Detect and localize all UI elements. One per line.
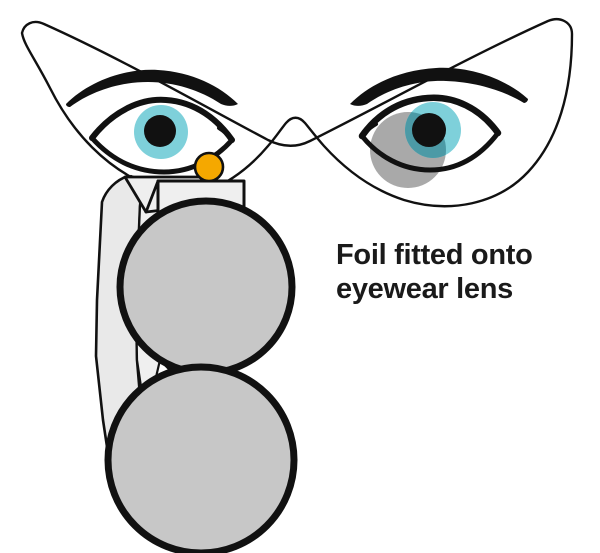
bracket-fold-edge <box>144 179 160 214</box>
left-eye-pupil <box>144 115 176 147</box>
face-outline <box>20 18 574 208</box>
upper-lens-disc-shape <box>116 197 296 377</box>
upper-lens-disc <box>116 197 296 377</box>
left-eye-corner <box>217 126 234 142</box>
face-outline-path <box>20 18 574 208</box>
right-eye-pupil <box>412 113 446 147</box>
right-eyebrow-path <box>350 67 528 106</box>
right-eye-corner <box>360 122 378 138</box>
right-eyebrow <box>350 67 528 106</box>
left-eye <box>89 96 235 175</box>
lower-lens-disc <box>104 363 298 553</box>
left-eyebrow <box>66 69 238 107</box>
left-eye-upper-lid <box>89 96 235 143</box>
lower-lens-disc-shape <box>104 363 298 553</box>
orange-marker-dot <box>193 151 225 183</box>
orange-marker <box>193 151 225 183</box>
left-eyebrow-path <box>66 69 238 107</box>
right-eye <box>358 94 502 188</box>
caption-line-2: eyewear lens <box>336 273 513 305</box>
right-eye-lower-lid <box>359 130 501 173</box>
right-eye-upper-lid <box>358 94 502 140</box>
caption-line-1: Foil fitted onto <box>336 239 533 271</box>
